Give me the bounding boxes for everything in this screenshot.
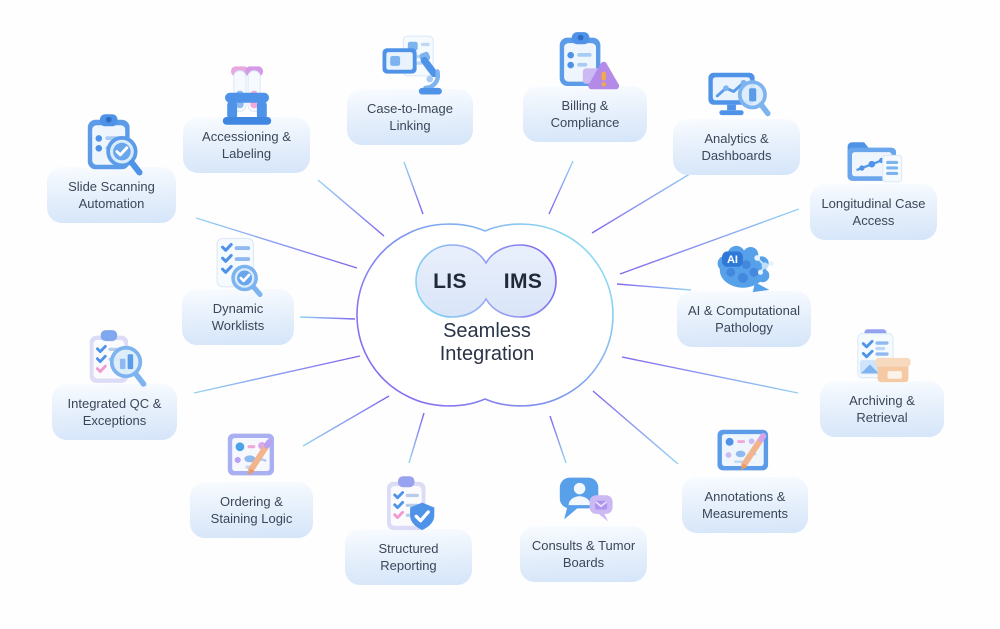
node-label: Consults & Tumor Boards: [531, 537, 636, 570]
node-archiving-retrieval: Archiving & Retrieval: [820, 328, 944, 437]
node-case-to-image-linking: Case-to-Image Linking: [347, 35, 473, 145]
node-card: Annotations & Measurements: [682, 477, 808, 533]
document-microscope-icon: [374, 35, 446, 100]
node-label: Annotations & Measurements: [702, 488, 788, 521]
node-analytics-dashboards: Analytics & Dashboards: [673, 66, 800, 175]
node-card: Structured Reporting: [345, 529, 472, 585]
node-ai-computational-pathology: AI AI & Computational Pathology: [677, 238, 811, 347]
node-label: Case-to-Image Linking: [367, 100, 453, 133]
node-card: Billing & Compliance: [523, 86, 647, 142]
annotation-board-pencil-icon: [709, 424, 781, 488]
node-card: Slide Scanning Automation: [47, 167, 176, 223]
node-longitudinal-case-access: Longitudinal Case Access: [810, 131, 937, 240]
center-subtitle: Seamless Integration: [439, 320, 535, 365]
node-accessioning-labeling: Accessioning & Labeling: [183, 64, 310, 173]
node-card: Dynamic Worklists: [182, 289, 294, 345]
node-structured-reporting: Structured Reporting: [345, 476, 472, 585]
node-label: Integrated QC & Exceptions: [67, 395, 162, 428]
node-card: Ordering & Staining Logic: [190, 482, 313, 538]
node-integrated-qc-exceptions: Integrated QC & Exceptions: [52, 330, 177, 440]
document-archive-box-icon: [846, 328, 918, 392]
node-label: Ordering & Staining Logic: [210, 493, 293, 526]
chat-bubbles-icon: [548, 473, 620, 537]
node-label: Analytics & Dashboards: [701, 130, 772, 163]
checklist-magnifier-icon: [202, 236, 274, 300]
clipboard-magnifier-bars-icon: [79, 330, 151, 395]
node-label: Structured Reporting: [378, 540, 439, 573]
clipboard-warning-icon: [549, 32, 621, 97]
node-label: Longitudinal Case Access: [821, 195, 926, 228]
ai-brain-icon: AI: [708, 238, 780, 302]
clipboard-scan-check-icon: [76, 114, 148, 178]
node-label: Archiving & Retrieval: [849, 392, 915, 425]
node-card: Integrated QC & Exceptions: [52, 384, 177, 440]
clipboard-shield-check-icon: [373, 476, 445, 540]
node-annotations-measurements: Annotations & Measurements: [682, 424, 808, 533]
node-ordering-staining-logic: Ordering & Staining Logic: [190, 429, 313, 538]
node-card: Accessioning & Labeling: [183, 117, 310, 173]
node-label: Billing & Compliance: [550, 97, 620, 130]
node-card: Archiving & Retrieval: [820, 381, 944, 437]
node-card: Analytics & Dashboards: [673, 119, 800, 175]
ims-label: IMS: [503, 270, 543, 293]
test-tube-rack-icon: [211, 64, 283, 128]
connector-lines: [193, 160, 800, 465]
node-dynamic-worklists: Dynamic Worklists: [182, 236, 294, 345]
node-card: AI & Computational Pathology: [677, 291, 811, 347]
node-card: Consults & Tumor Boards: [520, 526, 647, 582]
node-card: Longitudinal Case Access: [810, 184, 937, 240]
svg-text:AI: AI: [727, 254, 738, 266]
node-label: Slide Scanning Automation: [68, 178, 155, 211]
node-slide-scanning-automation: Slide Scanning Automation: [47, 114, 176, 223]
monitor-chart-magnifier-icon: [701, 66, 773, 130]
lis-ims-peanut: [415, 244, 557, 318]
node-label: Accessioning & Labeling: [202, 128, 291, 161]
node-card: Case-to-Image Linking: [347, 89, 473, 145]
node-consults-tumor-boards: Consults & Tumor Boards: [520, 473, 647, 582]
node-billing-compliance: Billing & Compliance: [523, 32, 647, 142]
folder-timeline-icon: [838, 131, 910, 195]
center-cloud: [356, 223, 614, 407]
lis-label: LIS: [433, 270, 467, 293]
staining-board-pencil-icon: [216, 429, 288, 493]
node-label: AI & Computational Pathology: [687, 302, 800, 335]
node-label: Dynamic Worklists: [211, 300, 265, 333]
